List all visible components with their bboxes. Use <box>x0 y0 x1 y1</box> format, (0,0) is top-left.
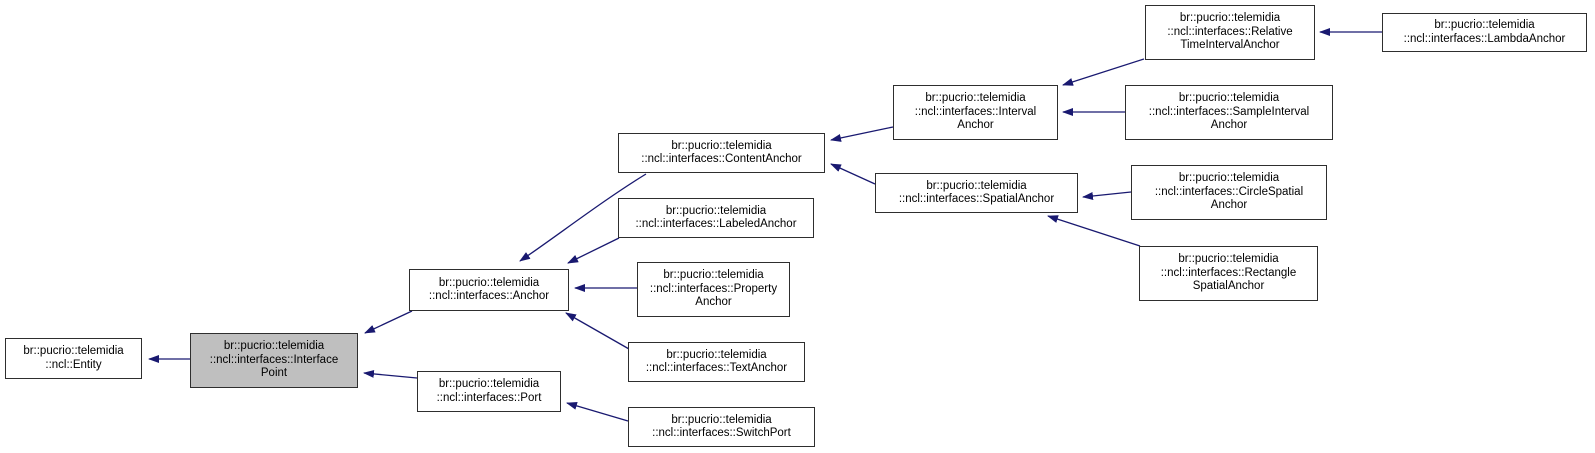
class-node-content-anchor[interactable]: br::pucrio::telemidia ::ncl::interfaces:… <box>618 133 825 173</box>
class-name-line: ::ncl::interfaces::Interval <box>914 105 1037 118</box>
class-name-line: ::ncl::interfaces::Property <box>649 282 778 295</box>
class-name-line: ::ncl::interfaces::SpatialAnchor <box>898 193 1055 205</box>
class-name-line: ::ncl::interfaces::SampleInterval <box>1148 105 1310 118</box>
edge-interval-anchor-to-content-anchor <box>830 126 894 142</box>
class-node-anchor[interactable]: br::pucrio::telemidia ::ncl::interfaces:… <box>409 269 569 311</box>
class-node-port[interactable]: br::pucrio::telemidia ::ncl::interfaces:… <box>417 371 561 412</box>
class-node-relative-time-interval-anchor[interactable]: br::pucrio::telemidia ::ncl::interfaces:… <box>1145 5 1315 60</box>
class-node-circle-spatial-anchor[interactable]: br::pucrio::telemidia ::ncl::interfaces:… <box>1131 165 1327 220</box>
class-name-line: br::pucrio::telemidia <box>926 179 1027 192</box>
class-node-entity[interactable]: br::pucrio::telemidia ::ncl::Entity <box>5 338 142 379</box>
class-name-line: br::pucrio::telemidia <box>1178 253 1279 266</box>
class-name-line: ::ncl::interfaces::TextAnchor <box>645 362 788 374</box>
class-name-line: br::pucrio::telemidia <box>671 139 772 152</box>
class-node-text-anchor[interactable]: br::pucrio::telemidia ::ncl::interfaces:… <box>628 342 805 382</box>
class-name-line: ::ncl::interfaces::Interface <box>209 353 339 366</box>
class-node-sample-interval-anchor[interactable]: br::pucrio::telemidia ::ncl::interfaces:… <box>1125 85 1333 140</box>
class-name-line: br::pucrio::telemidia <box>1179 12 1281 25</box>
edge-spatial-anchor-to-content-anchor <box>830 163 876 185</box>
edge-switch-port-to-port <box>566 401 629 422</box>
class-name-line: br::pucrio::telemidia <box>1178 92 1280 105</box>
class-node-lambda-anchor[interactable]: br::pucrio::telemidia ::ncl::interfaces:… <box>1382 13 1587 52</box>
class-name-line: br::pucrio::telemidia <box>925 92 1026 105</box>
class-name-line: ::ncl::Entity <box>45 358 102 371</box>
edge-relative-time-interval-anchor-to-interval-anchor <box>1062 58 1145 86</box>
class-node-labeled-anchor[interactable]: br::pucrio::telemidia ::ncl::interfaces:… <box>618 198 814 238</box>
class-name-line: ::ncl::interfaces::LambdaAnchor <box>1403 32 1566 45</box>
class-node-rectangle-spatial-anchor[interactable]: br::pucrio::telemidia ::ncl::interfaces:… <box>1139 246 1318 301</box>
class-name-line: ::ncl::interfaces::Relative <box>1167 25 1293 38</box>
class-name-line: br::pucrio::telemidia <box>1434 19 1535 31</box>
class-name-line: br::pucrio::telemidia <box>663 269 764 282</box>
class-node-property-anchor[interactable]: br::pucrio::telemidia ::ncl::interfaces:… <box>637 262 790 317</box>
class-name-line: Anchor <box>957 119 994 132</box>
class-name-line: Anchor <box>1210 199 1248 212</box>
class-node-interface-point: br::pucrio::telemidia ::ncl::interfaces:… <box>190 333 358 388</box>
class-name-line: ::ncl::interfaces::Anchor <box>428 290 550 302</box>
class-name-line: br::pucrio::telemidia <box>665 204 767 217</box>
class-name-line: ::ncl::interfaces::CircleSpatial <box>1154 185 1304 198</box>
class-name-line: ::ncl::interfaces::LabeledAnchor <box>635 218 797 230</box>
class-name-line: br::pucrio::telemidia <box>1178 172 1280 185</box>
class-name-line: SpatialAnchor <box>1192 280 1265 293</box>
class-name-line: Anchor <box>1210 119 1248 132</box>
class-name-line: Point <box>260 367 288 380</box>
class-name-line: br::pucrio::telemidia <box>438 378 540 390</box>
edge-text-anchor-to-anchor <box>565 312 630 350</box>
class-name-line: br::pucrio::telemidia <box>438 276 540 289</box>
class-node-interval-anchor[interactable]: br::pucrio::telemidia ::ncl::interfaces:… <box>893 85 1058 140</box>
class-name-line: br::pucrio::telemidia <box>223 340 325 353</box>
class-node-spatial-anchor[interactable]: br::pucrio::telemidia ::ncl::interfaces:… <box>875 173 1078 213</box>
edge-labeled-anchor-to-anchor <box>567 237 620 264</box>
class-name-line: Anchor <box>695 296 732 309</box>
edge-rectangle-spatial-anchor-to-spatial-anchor <box>1047 215 1141 247</box>
class-name-line: ::ncl::interfaces::SwitchPort <box>652 427 791 439</box>
edge-port-to-interface-point <box>363 369 418 379</box>
class-name-line: TimeIntervalAnchor <box>1180 39 1280 52</box>
edge-circle-spatial-anchor-to-spatial-anchor <box>1082 191 1132 200</box>
class-name-line: br::pucrio::telemidia <box>671 413 772 426</box>
class-name-line: ::ncl::interfaces::ContentAnchor <box>641 153 802 165</box>
class-name-line: ::ncl::interfaces::Rectangle <box>1160 266 1297 279</box>
class-name-line: ::ncl::interfaces::Port <box>436 391 542 404</box>
class-name-line: br::pucrio::telemidia <box>666 348 767 361</box>
class-name-line: br::pucrio::telemidia <box>23 345 124 357</box>
class-node-switch-port[interactable]: br::pucrio::telemidia ::ncl::interfaces:… <box>628 407 815 447</box>
edge-anchor-to-interface-point <box>364 310 413 334</box>
